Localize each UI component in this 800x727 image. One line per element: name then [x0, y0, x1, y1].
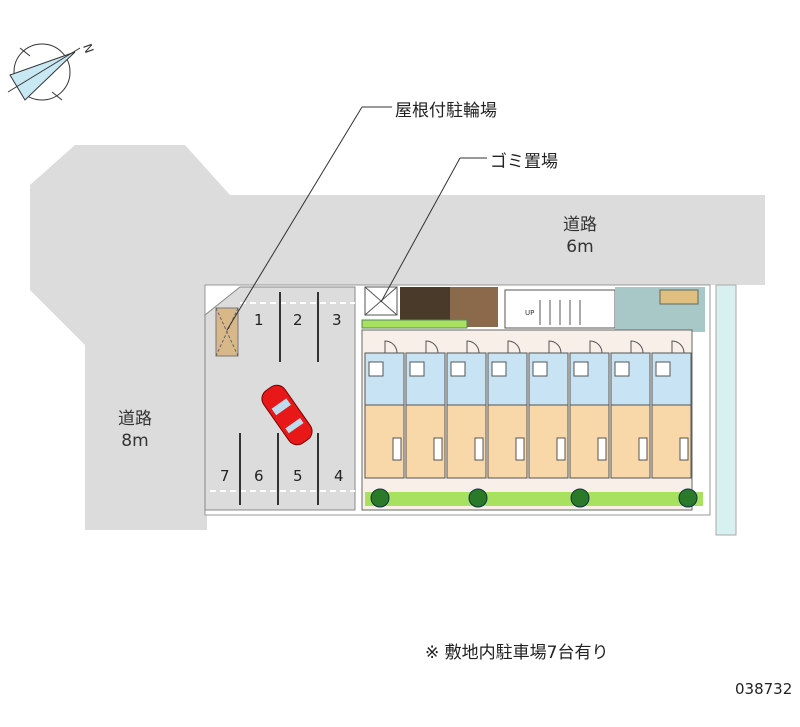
parking-note: ※ 敷地内駐車場7台有り — [425, 643, 609, 663]
compass-icon — [7, 43, 81, 101]
road-top-name: 道路 — [563, 215, 597, 235]
stair-label: UP — [525, 309, 534, 317]
parking-space-6: 6 — [254, 467, 264, 485]
garbage-label: ゴミ置場 — [490, 152, 558, 172]
apartment-unit — [651, 340, 692, 479]
road-left-width: 8m — [121, 431, 149, 451]
road-left-label: 道路 8m — [100, 408, 170, 452]
parking-space-1: 1 — [254, 311, 264, 329]
apartment-unit — [446, 340, 487, 479]
apartment-unit — [405, 340, 446, 479]
parking-space-2: 2 — [293, 311, 303, 329]
property-code: 038732 — [735, 680, 793, 698]
road-area — [30, 145, 765, 530]
ac-units — [659, 289, 699, 305]
road-left-name: 道路 — [118, 409, 152, 429]
road-top-width: 6m — [566, 237, 594, 257]
compass-north-label: N — [80, 42, 96, 55]
apartment-unit — [528, 340, 569, 479]
apartment-unit — [569, 340, 610, 479]
apartment-unit — [364, 340, 405, 479]
garden-strip — [365, 492, 703, 506]
apartment-unit — [487, 340, 528, 479]
parking-space-7: 7 — [220, 467, 230, 485]
parking-space-4: 4 — [334, 467, 344, 485]
car-icon — [261, 384, 313, 446]
road-top-label: 道路 6m — [545, 214, 615, 258]
parking-space-3: 3 — [332, 311, 342, 329]
parking-space-5: 5 — [293, 467, 303, 485]
leader-bicycle — [226, 106, 363, 331]
canal — [715, 284, 737, 536]
apartment-unit — [610, 340, 651, 479]
bicycle-parking-label: 屋根付駐輪場 — [395, 101, 497, 121]
leader-garbage — [380, 157, 461, 303]
